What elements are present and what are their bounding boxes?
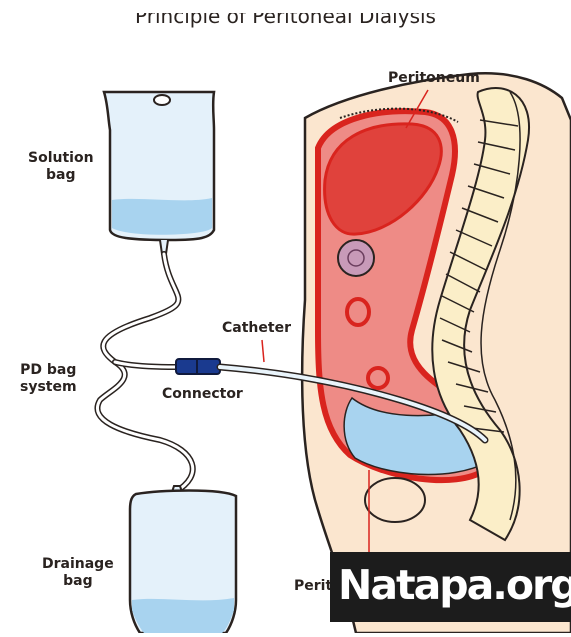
bowel-loop-small bbox=[347, 299, 369, 325]
bladder bbox=[365, 478, 425, 522]
catheter-label: Catheter bbox=[222, 320, 291, 337]
catheter-leader bbox=[262, 340, 264, 362]
solution-bag-label-line2: bag bbox=[28, 167, 94, 184]
torso-cross-section bbox=[302, 73, 571, 633]
connector bbox=[176, 359, 220, 374]
solution-bag-label: Solution bag bbox=[28, 150, 94, 184]
drainage-bag-label: Drainage bag bbox=[42, 556, 114, 590]
drainage-bag-label-line2: bag bbox=[42, 573, 114, 590]
pd-bag-system-label-line1: PD bag bbox=[20, 362, 77, 379]
watermark-text: Natapa.org bbox=[338, 561, 571, 609]
drainage-bag-label-line1: Drainage bbox=[42, 556, 114, 573]
solution-bag-fluid bbox=[112, 198, 212, 235]
bowel-loop-kidney bbox=[338, 240, 374, 276]
pd-bag-system-label: PD bag system bbox=[20, 362, 77, 396]
solution-bag bbox=[104, 92, 214, 254]
bowel-loop-lower bbox=[368, 368, 388, 388]
drainage-bag bbox=[130, 486, 236, 633]
solution-bag-label-line1: Solution bbox=[28, 150, 94, 167]
peritoneum-label: Peritoneum bbox=[388, 70, 480, 87]
pd-bag-system-label-line2: system bbox=[20, 379, 77, 396]
drainage-bag-fluid bbox=[132, 598, 234, 633]
solution-bag-hanger-hole bbox=[154, 95, 170, 105]
connector-label: Connector bbox=[162, 386, 243, 403]
